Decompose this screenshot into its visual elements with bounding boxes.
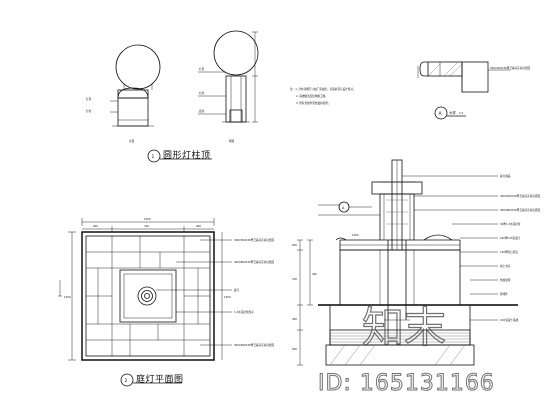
section-callout-6: 150厚碎石垫层	[500, 250, 518, 254]
note-2: 2. 基础做法见结构施工图。	[296, 94, 328, 98]
plan-callout-5: 300X300X30厚芝麻灰花岗岩烧面	[234, 343, 275, 347]
plan-dim-left: 1500	[64, 295, 71, 299]
section-callout-5: 100厚C15混凝土	[500, 236, 521, 240]
section-dim-3: 300	[292, 317, 297, 321]
plan-callout-4: 1:2水泥砂浆找平	[234, 310, 254, 314]
section-dim-6: 1200	[352, 233, 359, 237]
plan-dim-right: 1500	[224, 295, 231, 299]
plan-callout-3: 庭灯	[234, 288, 240, 292]
section-view: A 200 700 300 500 450 1200 庭灯成品 300X300X…	[292, 159, 541, 366]
plan-title-block: 2 庭灯平面图	[120, 373, 184, 387]
plan-number: 2	[125, 378, 128, 384]
section-callout-8: 防腐处理	[500, 278, 511, 282]
detail-a: 300X300X30厚芝麻灰花岗岩烧面 A 大样 1:5	[417, 61, 531, 120]
detail-letter: A	[439, 111, 443, 117]
side-callout-1: 灯罩	[199, 67, 205, 71]
section-dim-4: 500	[292, 347, 297, 351]
detail-callout: 300X300X30厚芝麻灰花岗岩烧面	[490, 66, 531, 70]
watermark-brand: 知末	[362, 303, 446, 352]
side-callout-2: 灯柱	[199, 91, 205, 95]
elevation-title-block: 1 圆形灯柱顶	[147, 149, 212, 163]
lamp-elevation-front: 灯罩 灯柱 立面	[86, 44, 161, 143]
section-detail-marker: A	[342, 206, 345, 210]
detail-scale: 1:5	[459, 111, 464, 115]
section-dim-2: 700	[292, 277, 297, 281]
watermark: 知末 ID: 165131166	[318, 302, 495, 396]
lamp-elevation-side: 灯罩 灯柱 底座 侧面	[198, 30, 259, 143]
elevation-title: 圆形灯柱顶	[163, 149, 211, 161]
section-dim-1: 200	[292, 243, 297, 247]
note-1: 注：1. 灯柱详细尺寸由厂家提供，安装前须与设计核对。	[290, 87, 356, 91]
watermark-id: ID: 165131166	[318, 371, 495, 396]
plan-title: 庭灯平面图	[136, 373, 184, 385]
side-label: 侧面	[229, 139, 235, 143]
plan-dim-seg-1: 400	[93, 224, 98, 228]
plan-dim-seg-3: 400	[196, 224, 201, 228]
detail-title: 大样	[449, 110, 456, 115]
plan-callout-2: 400X800X30厚芝麻灰花岗岩烧面	[234, 260, 275, 264]
elev-callout-1: 灯罩	[86, 97, 92, 101]
section-callout-3: 400X800X30厚芝麻灰花岗岩烧面	[500, 208, 541, 212]
elev-callout-2: 灯柱	[86, 109, 92, 113]
section-callout-9: 预埋件	[500, 292, 508, 296]
plan-dim-seg-2: 700	[144, 224, 149, 228]
general-notes: 注：1. 灯柱详细尺寸由厂家提供，安装前须与设计核对。 2. 基础做法见结构施工…	[290, 87, 356, 105]
section-callout-2: 300X300X30厚芝麻灰花岗岩烧面	[500, 194, 541, 198]
elevation-number: 1	[152, 154, 155, 160]
section-dim-5: 450	[312, 272, 317, 276]
section-callout-1: 庭灯成品	[500, 174, 511, 178]
plan-dim-overall: 1500	[144, 217, 151, 221]
side-callout-3: 底座	[199, 109, 205, 113]
section-callout-4: 30厚1:3水泥砂浆	[500, 222, 521, 226]
plan-callout-1: 300X300X30厚芝麻灰花岗岩烧面	[234, 238, 275, 242]
plan-view: 1500 400 700 400 1500 1500	[58, 217, 275, 361]
note-3: 3. 所有金属件须热镀锌处理。	[296, 101, 330, 105]
section-callout-10: C20混凝土基础	[500, 318, 518, 322]
front-label: 立面	[129, 139, 135, 143]
section-callout-7: 素土夯实	[500, 264, 511, 268]
